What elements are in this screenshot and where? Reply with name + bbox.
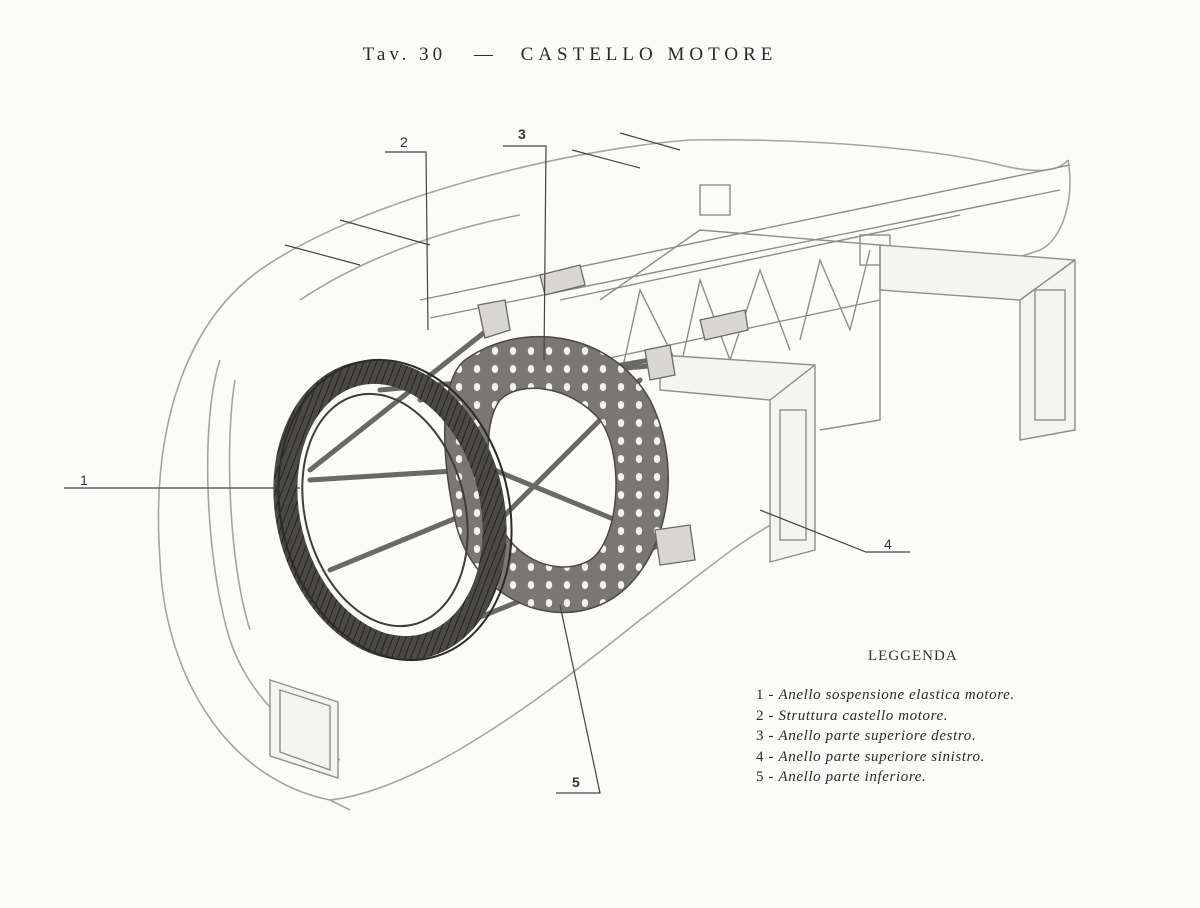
suspension-ring (273, 358, 513, 662)
legend-item-separator: - (768, 748, 774, 765)
legend-title: LEGGENDA (868, 648, 958, 664)
callout-3: 3 (518, 126, 526, 142)
legend-item-separator: - (768, 769, 774, 785)
legend-item-1: 1-Anello sospensione elastica motore. (756, 685, 1136, 706)
leader-4 (759, 509, 910, 553)
legend-item-number: 1 (756, 687, 764, 703)
callout-leaders (64, 132, 910, 794)
legend-item-separator: - (768, 707, 774, 724)
plate-title: Tav. 30 — CASTELLO MOTORE (0, 44, 1140, 66)
legend-item-text: Anello parte inferiore. (778, 769, 927, 785)
legend-item-number: 4 (756, 748, 764, 765)
legend-item-text: Anello parte superiore sinistro. (778, 748, 985, 765)
legend-item-text: Anello sospensione elastica motore. (778, 687, 1015, 703)
leader-3 (503, 145, 547, 361)
ref-line-d (284, 244, 361, 266)
ref-line-b (571, 149, 641, 169)
callout-2: 2 (400, 134, 408, 150)
intake-box (269, 679, 339, 779)
legend: LEGGENDA 1-Anello sospensione elastica m… (756, 648, 1136, 788)
title-dash: — (473, 44, 493, 65)
legend-item-3: 3-Anello parte superiore destro. (756, 726, 1136, 747)
leader-5 (556, 604, 601, 794)
leader-2 (385, 151, 429, 331)
plate-code: Tav. 30 (362, 44, 447, 65)
rear-box-structures (599, 229, 1076, 563)
legend-item-number: 5 (756, 769, 764, 785)
legend-item-4: 4-Anello parte superiore sinistro. (756, 747, 1136, 768)
callout-5: 5 (572, 774, 580, 790)
legend-item-number: 2 (756, 707, 764, 724)
callout-4: 4 (884, 536, 892, 552)
ref-line-a (619, 132, 681, 151)
legend-item-number: 3 (756, 728, 764, 744)
legend-item-text: Anello parte superiore destro. (778, 728, 977, 744)
legend-item-text: Struttura castello motore. (778, 707, 949, 724)
ref-line-c (339, 219, 431, 246)
mount-brackets (477, 264, 749, 566)
fuselage-frame (419, 164, 1071, 381)
legend-item-2: 2-Struttura castello motore. (756, 706, 1136, 727)
callout-1: 1 (80, 472, 88, 488)
plate-name: CASTELLO MOTORE (520, 44, 778, 65)
legend-item-5: 5-Anello parte inferiore. (756, 767, 1136, 788)
legend-item-separator: - (768, 687, 774, 703)
legend-item-separator: - (768, 728, 774, 744)
